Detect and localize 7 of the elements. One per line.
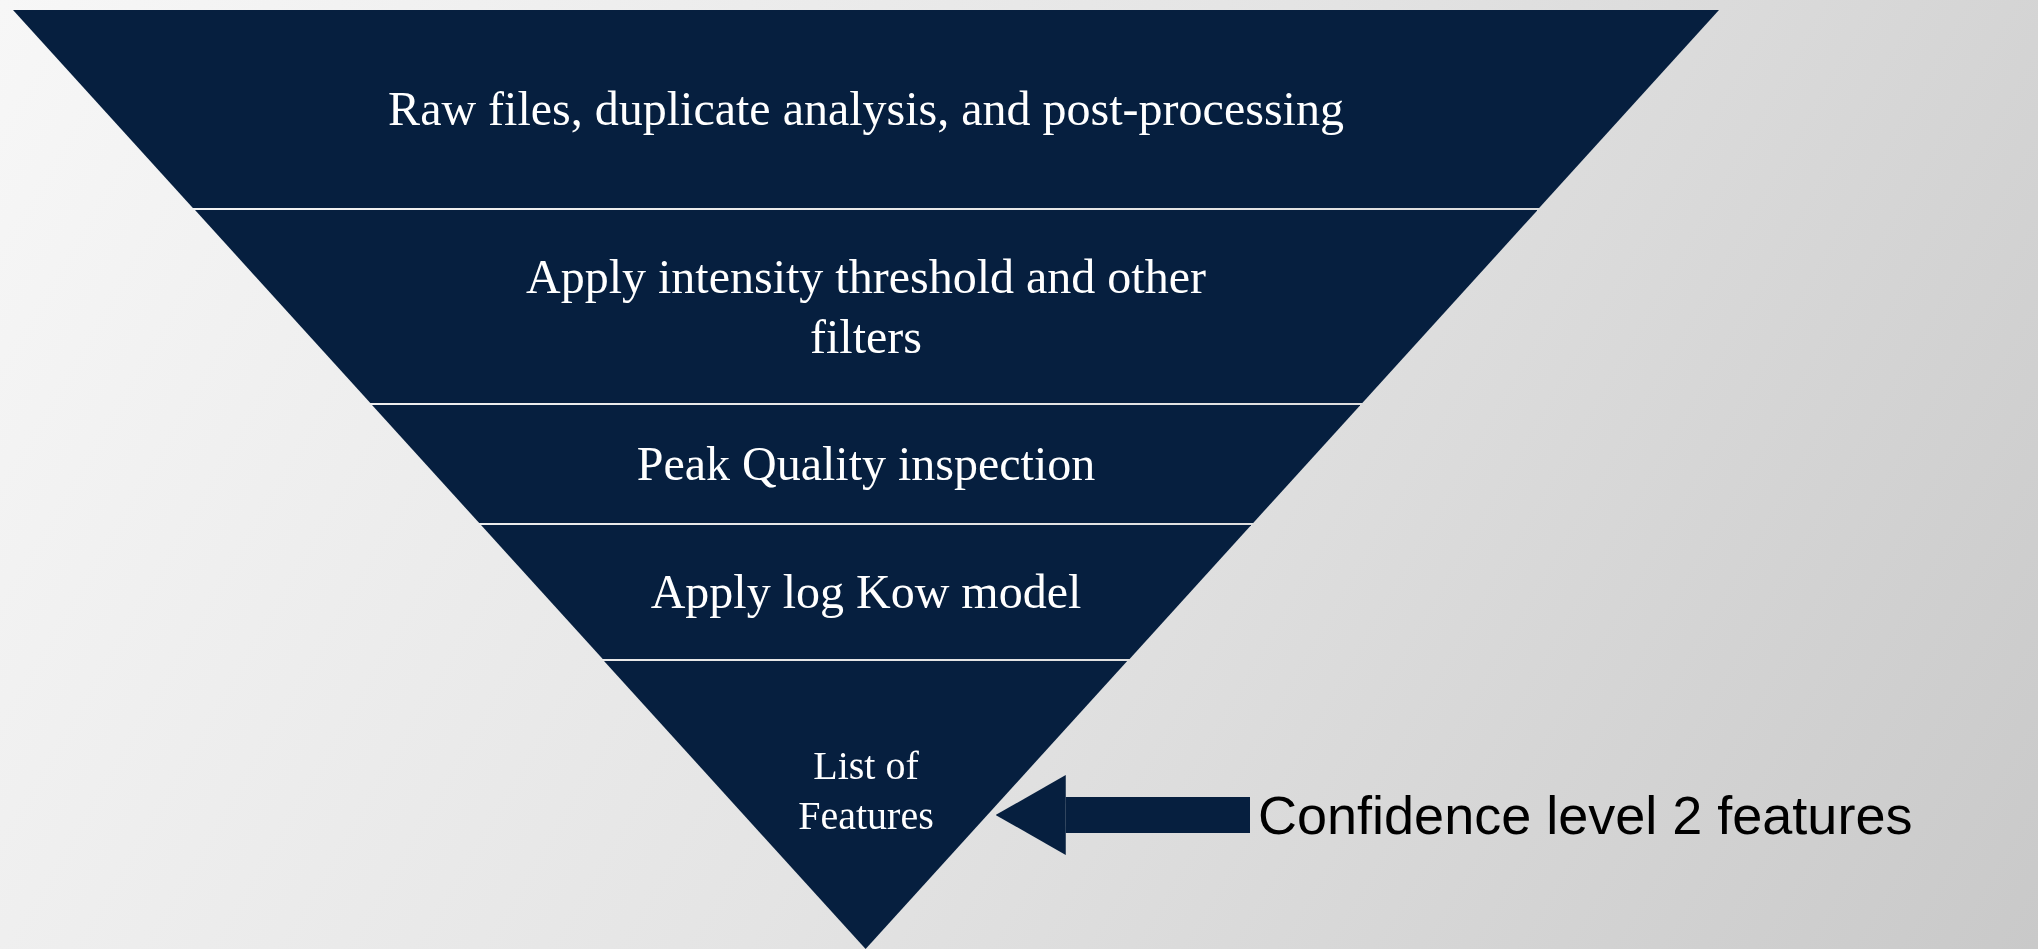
stage-text: List of Features bbox=[797, 742, 935, 840]
stage-text: Peak Quality inspection bbox=[635, 436, 1097, 492]
stage-text: Apply log Kow model bbox=[649, 564, 1083, 620]
arrow bbox=[995, 775, 1250, 855]
callout-text: Confidence level 2 features bbox=[1258, 784, 1913, 846]
stage-text: Apply intensity threshold and other filters bbox=[525, 248, 1207, 365]
stage-text: Raw files, duplicate analysis, and post-processing bbox=[387, 81, 1345, 137]
